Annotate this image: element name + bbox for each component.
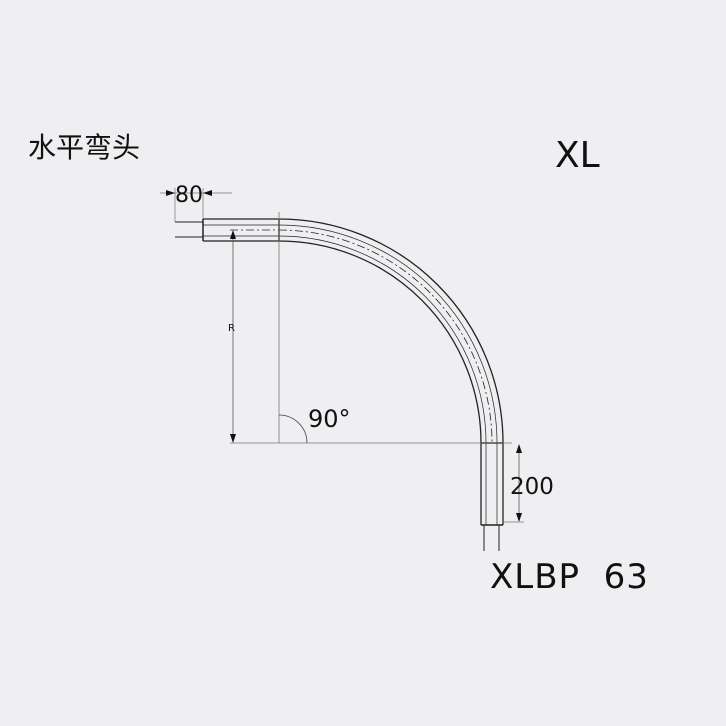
arrow-icon (516, 513, 522, 522)
arrow-icon (516, 444, 522, 453)
straight-section (202, 218, 280, 242)
radius-label: R (228, 323, 235, 334)
arrow-icon (230, 434, 236, 443)
series-code-label: XL (555, 135, 600, 176)
bend-arc (278, 218, 504, 444)
arrow-icon (166, 190, 175, 196)
length-200-label: 200 (510, 474, 554, 500)
angle-label: 90° (308, 405, 351, 433)
title-label: 水平弯头 (28, 131, 141, 164)
length-80-label: 80 (175, 183, 203, 208)
angle-arc (278, 414, 308, 444)
arrow-icon (230, 230, 236, 239)
arrow-icon (203, 190, 212, 196)
model-label: XLBP 63 (490, 557, 649, 597)
end-section (480, 442, 504, 526)
